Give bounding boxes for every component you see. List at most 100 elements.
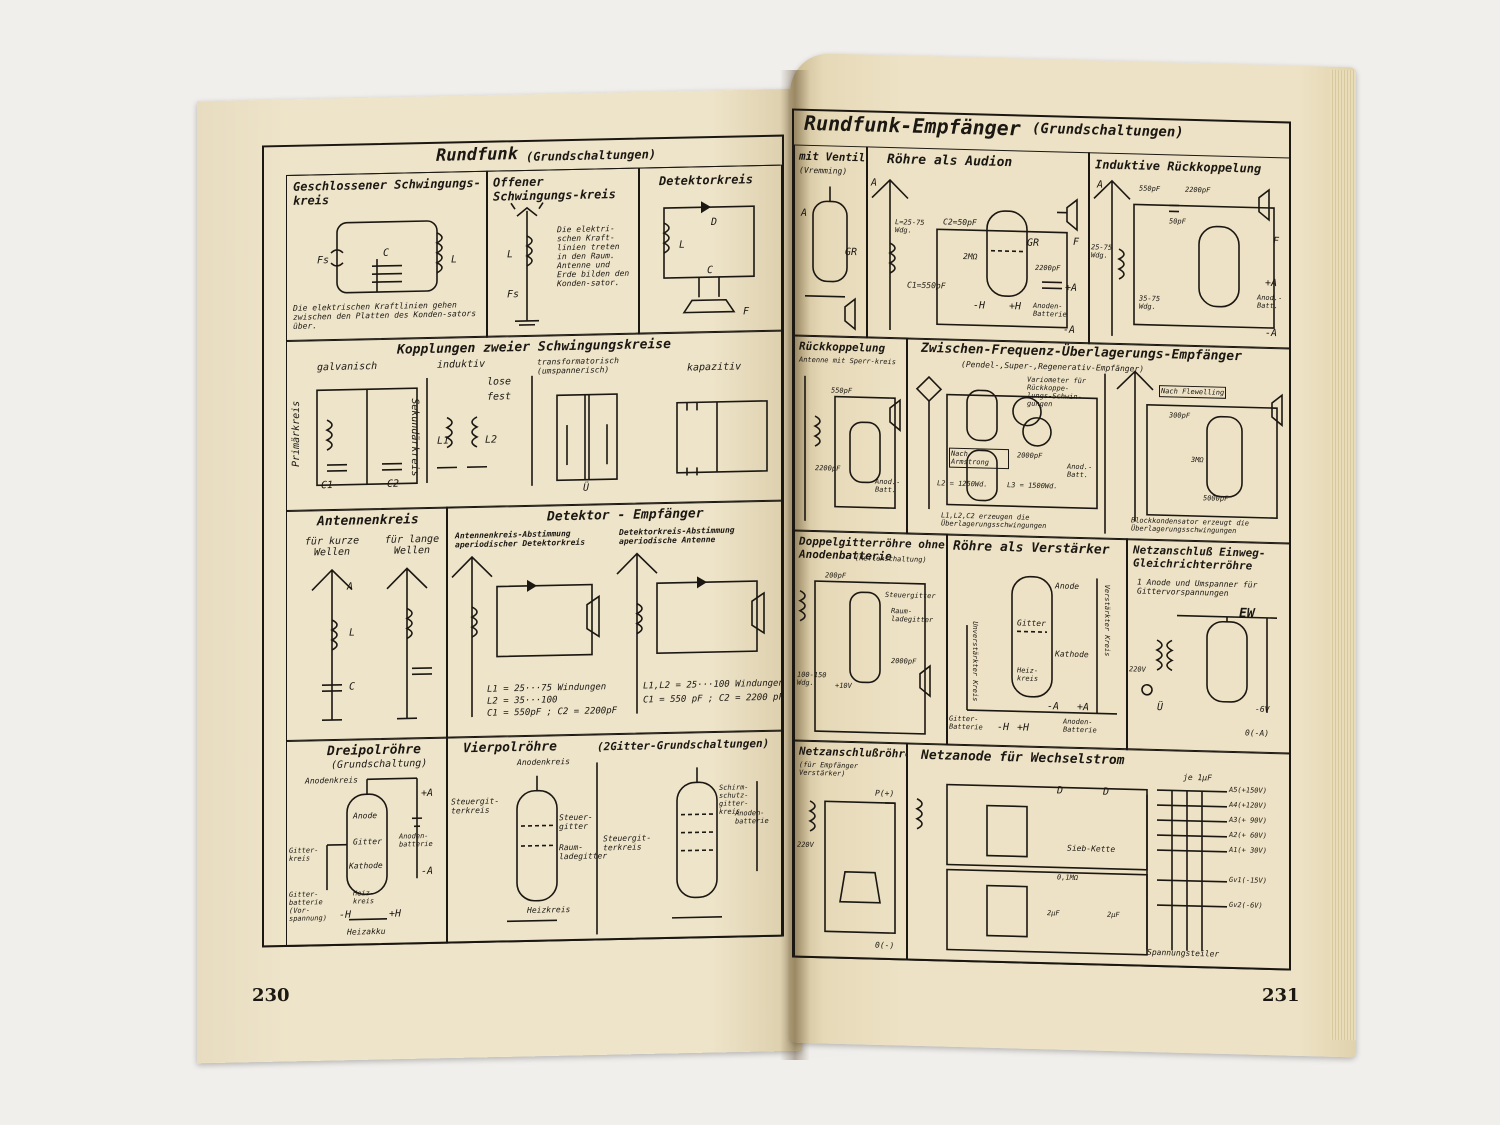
label-minus-a: -A	[1265, 327, 1278, 340]
label-fest: fest	[487, 391, 512, 403]
label-a: A	[347, 581, 354, 593]
section-induktive-rueckkoppelung: Induktive Rückkoppelung A 550pF 2200pF 5…	[1088, 152, 1291, 350]
label-minus-h: -H	[997, 721, 1010, 734]
label-anod-batt: Anod.-Batt.	[875, 477, 901, 495]
label-2200pf: 2200pF	[815, 464, 841, 473]
label-a: A	[871, 177, 878, 189]
label-f: F	[743, 306, 750, 318]
label-2000pf: 2000pF	[1017, 451, 1043, 461]
detector-receiver-schematics	[451, 552, 765, 718]
label-c2: C2=50pF	[943, 217, 977, 228]
right-diagram-frame: Rundfunk-Empfänger (Grundschaltungen) mi…	[792, 108, 1291, 971]
section-zwischenfrequenz: Zwischen-Frequenz-Überlagerungs-Empfänge…	[906, 337, 1291, 545]
right-page-number: 231	[1262, 985, 1300, 1006]
amplifier-schematic	[966, 575, 1117, 715]
label-minus-a: -A	[421, 865, 434, 878]
label-2uf-a: 2µF	[1047, 909, 1060, 918]
label-raumladegitter: Raum-ladegitter	[891, 607, 934, 625]
label-gr: GR	[1027, 237, 1040, 249]
left-page-number: 230	[252, 985, 290, 1006]
label-anode: Anode	[353, 811, 378, 821]
section-caption: Die elektri-schen Kraft-linien treten in…	[557, 224, 630, 289]
label-550pf: 550pF	[1139, 184, 1161, 194]
label-primaerkreis: Primärkreis	[291, 400, 302, 468]
label-2000pf: 2000pF	[891, 657, 917, 666]
book-gutter	[780, 70, 810, 1060]
label-anodenbatterie: Anoden-batterie	[735, 808, 769, 826]
label-2mohm: 2MΩ	[963, 251, 978, 262]
audion-schematic	[871, 178, 1078, 331]
label-anod-batt: Anod.-Batt.	[1067, 462, 1093, 480]
label-variometer: Variometer für Rückkoppe-lungs-Schwin-gu…	[1027, 375, 1087, 409]
section-doppelgitterroehre: Doppelgitterröhre ohne Anodenbatterie (R…	[794, 529, 948, 746]
label-nach-armstrong: Nach Armstrong	[949, 447, 1009, 470]
label-d: D	[711, 216, 718, 229]
label-a4: A4(+120V)	[1229, 800, 1267, 810]
section-rueckkoppelung-sperrkreis: Rückkoppelung Antenne mit Sperr-kreis 55…	[794, 334, 908, 535]
label-a1: A1(+ 30V)	[1229, 845, 1267, 855]
label-plus10v: +10V	[835, 681, 852, 691]
label-l1: L1	[437, 435, 450, 447]
label-gitter: Gitter	[353, 836, 382, 847]
label-sekundaerkreis: Sekundärkreis	[409, 398, 420, 477]
label-c: C	[383, 247, 390, 259]
superhet-schematics	[915, 370, 1283, 534]
label-5000pf: 5000pF	[1203, 494, 1229, 503]
label-plus-a: +A	[1065, 282, 1078, 294]
label-200pf: 200pF	[825, 571, 847, 580]
label-sieb-kette: Sieb-Kette	[1067, 843, 1116, 854]
label-0-minus: 0(-)	[875, 940, 895, 951]
label-minus-h: -H	[973, 300, 986, 312]
left-header-subtitle: (Grundschaltungen)	[526, 147, 657, 164]
label-kathode: Kathode	[349, 860, 383, 871]
section-kopplungen: Kopplungen zweier Schwingungskreise galv…	[286, 329, 782, 512]
right-header-title: Rundfunk-Empfänger	[804, 110, 1021, 141]
label-plus-a: +A	[421, 787, 434, 800]
label-l2: L2	[485, 434, 498, 446]
label-anodenbatterie: Anoden-batterie	[399, 831, 433, 849]
label-anoden-batterie: Anoden-Batterie	[1063, 717, 1097, 735]
label-2uf-b: 2µF	[1107, 910, 1120, 920]
label-550pf: 550pF	[831, 386, 853, 396]
section-detektorkreis: Detektorkreis D L C F	[638, 164, 782, 335]
label-unverstaerkter-kreis: Unverstärkter Kreis	[971, 621, 979, 702]
label-heizkreis: Heiz-kreis	[353, 889, 375, 906]
right-header-subtitle: (Grundschaltungen)	[1032, 120, 1184, 141]
label-l3-windings: L3 = 1500Wd.	[1007, 481, 1058, 491]
label-a5: A5(+150V)	[1229, 785, 1267, 795]
feedback-trap-schematic	[804, 375, 901, 521]
mains-anode-schematic	[915, 783, 1227, 956]
label-gv1: Gv1(-15V)	[1229, 875, 1267, 885]
label-plus-h: +H	[389, 908, 402, 920]
label-plus-h: +H	[1017, 722, 1030, 734]
label-steuergitterkreis-2: Steuergit-terkreis	[603, 833, 652, 853]
label-ue: Ü	[1157, 702, 1164, 714]
label-heizakku: Heizakku	[347, 926, 386, 937]
label-l: L	[507, 249, 514, 261]
label-anodenkreis: Anodenkreis	[517, 757, 570, 768]
label-c: C	[349, 681, 356, 693]
left-diagram-frame: Rundfunk (Grundschaltungen) Geschlossene…	[262, 134, 784, 948]
label-fs: Fs	[507, 289, 520, 301]
section-detektor-empfaenger: Detektor - Empfänger Antennenkreis-Absti…	[446, 499, 782, 739]
label-heizkreis: Heiz-kreis	[1017, 666, 1039, 683]
section-antennenkreis: Antennenkreis für kurze Wellen für lange…	[286, 506, 448, 742]
coupling-schematics	[316, 375, 768, 487]
label-d2: D	[1103, 786, 1110, 798]
section-netzanschlussroehre: Netzanschlußröhre (für Empfänger Verstär…	[794, 739, 908, 961]
label-2200pf: 2200pF	[1035, 263, 1061, 273]
label-a: A	[801, 207, 808, 219]
label-3mohm: 3MΩ	[1191, 455, 1204, 465]
label-plus-a: +A	[1265, 277, 1278, 290]
label-a2: A2(+ 60V)	[1229, 830, 1267, 840]
label-2200pf: 2200pF	[1185, 185, 1211, 195]
section-offener-kreis: Offener Schwingungs-kreis L Fs Die elekt…	[486, 167, 640, 338]
section-ventil: mit Ventil- (Vremming) A GR	[794, 144, 868, 339]
mains-tube-schematic	[808, 800, 896, 934]
label-l2-windings: L2 = 1250Wd.	[937, 479, 988, 489]
triode-schematic	[326, 777, 422, 921]
label-0-1mohm: 0,1MΩ	[1057, 873, 1079, 882]
label-c1: C1=550pF	[907, 280, 946, 291]
label-raumladegitter: Raum-ladegitter	[559, 842, 608, 862]
label-0-minus-a: 0(-A)	[1245, 728, 1270, 738]
